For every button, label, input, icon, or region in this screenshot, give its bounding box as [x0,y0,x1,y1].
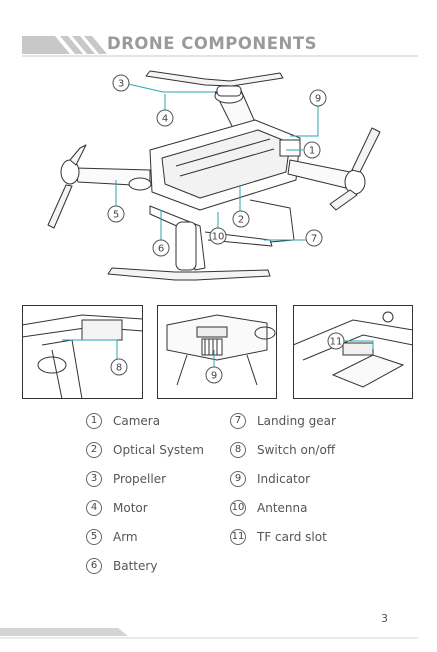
legend-number: 8 [230,442,246,458]
legend-label: TF card slot [257,530,327,544]
callout-9: 9 [315,94,321,105]
detail-indicator-panel: 9 [157,305,277,399]
callout-9-detail: 9 [211,371,217,382]
legend-number: 4 [86,500,102,516]
drone-main-illustration: 3 4 9 1 5 2 10 6 7 [0,60,437,300]
legend-item: 8 Switch on/off [230,441,335,459]
legend-item: 9 Indicator [230,470,310,488]
legend-number: 5 [86,529,102,545]
callout-5: 5 [113,210,119,221]
legend-number: 7 [230,413,246,429]
legend-label: Motor [113,501,148,515]
detail-tf-card-panel: 11 [293,305,413,399]
legend-number: 2 [86,442,102,458]
legend-item: 4 Motor [86,499,148,517]
footer-stripes [0,622,437,652]
legend-item: 1 Camera [86,412,160,430]
callout-11: 11 [330,337,343,348]
callout-3: 3 [118,79,124,90]
legend-number: 9 [230,471,246,487]
legend-number: 6 [86,558,102,574]
legend-item: 11 TF card slot [230,528,327,546]
callout-7: 7 [311,234,317,245]
legend-item: 3 Propeller [86,470,166,488]
legend-number: 10 [230,500,246,516]
callout-10: 10 [212,232,225,243]
legend-number: 1 [86,413,102,429]
legend-number: 11 [230,529,246,545]
legend-label: Arm [113,530,138,544]
callout-4: 4 [162,114,168,125]
legend-label: Propeller [113,472,166,486]
page-title: DRONE COMPONENTS [107,34,317,53]
legend-item: 7 Landing gear [230,412,336,430]
legend-label: Camera [113,414,160,428]
legend-item: 5 Arm [86,528,138,546]
legend-label: Optical System [113,443,204,457]
callout-6: 6 [158,244,164,255]
legend-item: 10 Antenna [230,499,307,517]
legend-number: 3 [86,471,102,487]
legend-label: Switch on/off [257,443,335,457]
legend-item: 2 Optical System [86,441,204,459]
callout-2: 2 [238,215,244,226]
callout-8: 8 [116,363,122,374]
legend-label: Landing gear [257,414,336,428]
detail-switch-panel: 8 [22,305,143,399]
legend-item: 6 Battery [86,557,157,575]
legend-label: Indicator [257,472,310,486]
legend-label: Battery [113,559,157,573]
callout-1: 1 [309,146,315,157]
legend-label: Antenna [257,501,307,515]
